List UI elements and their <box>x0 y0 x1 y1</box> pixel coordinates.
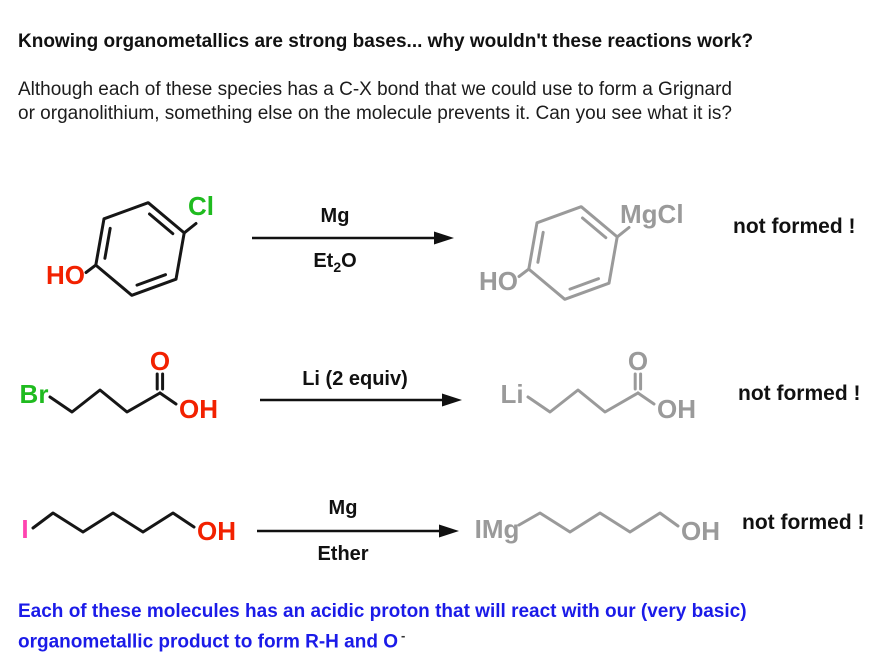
condition-above-1: Mg <box>320 205 350 227</box>
alcohol-oh-label: OH <box>197 516 236 546</box>
page-title: Knowing organometallics are strong bases… <box>18 31 754 52</box>
condition-below-3: Ether <box>317 543 369 565</box>
condition-above-2: Li (2 equiv) <box>302 368 408 390</box>
chloro-label: Cl <box>188 191 214 221</box>
reactant-structure-bromoacid: Br O OH <box>20 346 218 424</box>
iodo-label: I <box>21 514 28 544</box>
magnesium-chloride-label: MgCl <box>620 199 684 229</box>
intro-line-2: or organolithium, something else on the … <box>18 102 732 124</box>
hydroxyl-label-ghost: HO <box>479 266 518 296</box>
benzene-ring <box>84 201 198 297</box>
product-structure-alkyllithium: Li O OH <box>500 346 696 424</box>
carboxyl-oh-label-ghost: OH <box>657 394 696 424</box>
solvent-subscript: 2 <box>333 259 342 275</box>
lithium-label: Li <box>500 379 523 409</box>
carbon-chain <box>48 372 178 414</box>
hydroxyl-label: HO <box>46 260 85 290</box>
product-structure-alkyl-grignard: IMg OH <box>475 511 720 546</box>
reactant-structure-chlorophenol: HO Cl <box>46 191 214 297</box>
carbonyl-oxygen-label-ghost: O <box>628 346 648 376</box>
reactant-structure-iodoalcohol: I OH <box>21 511 236 546</box>
alkoxide-charge-superscript: - <box>401 628 406 643</box>
carbon-chain-ghost <box>517 511 680 534</box>
condition-above-3: Mg <box>328 497 358 519</box>
benzene-ring-ghost <box>517 205 631 301</box>
condition-below-1: Et2O <box>270 250 400 275</box>
intro-line-1: Although each of these species has a C-X… <box>18 79 732 100</box>
not-formed-label-3: not formed ! <box>742 511 865 534</box>
solvent-tail: O <box>341 250 357 272</box>
not-formed-label-1: not formed ! <box>733 215 856 238</box>
reaction-arrow-2 <box>260 393 462 407</box>
intro-text: Although each of these species has a C-X… <box>18 78 732 125</box>
carbon-chain-ghost <box>526 372 656 414</box>
product-structure-aryl-grignard: HO MgCl <box>479 199 684 301</box>
not-formed-label-2: not formed ! <box>738 382 861 405</box>
conclusion-line-1: Each of these molecules has an acidic pr… <box>18 601 747 622</box>
reaction-arrow-3 <box>257 524 459 538</box>
reaction-arrow-1 <box>252 231 454 245</box>
conclusion-text: Each of these molecules has an acidic pr… <box>18 600 747 654</box>
carboxyl-oh-label: OH <box>179 394 218 424</box>
conclusion-line-2: organometallic product to form R-H and O <box>18 631 399 653</box>
carbon-chain <box>31 511 196 534</box>
solvent-main: Et <box>313 250 334 272</box>
bromo-label: Br <box>20 379 49 409</box>
alcohol-oh-label-ghost: OH <box>681 516 720 546</box>
carbonyl-oxygen-label: O <box>150 346 170 376</box>
iodomagnesium-label: IMg <box>475 514 520 544</box>
